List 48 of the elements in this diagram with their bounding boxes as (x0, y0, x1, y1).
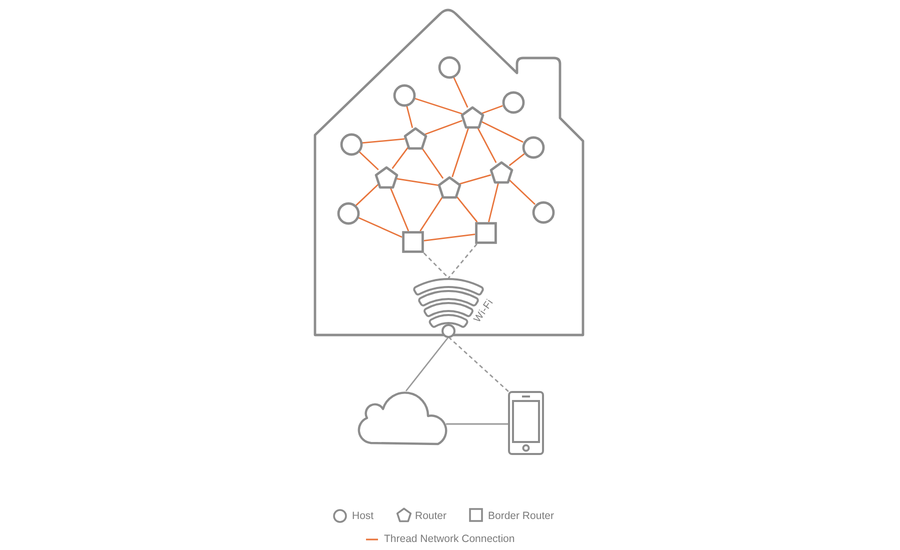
connection-line (406, 105, 414, 128)
phone-icon (508, 391, 544, 455)
connection-line (396, 178, 439, 186)
connection-line (358, 216, 402, 238)
connection-line (452, 76, 468, 108)
host-circle (336, 202, 360, 224)
router-pentagon (374, 164, 398, 190)
host-circle (502, 90, 524, 114)
host-circle (392, 84, 416, 106)
connection-line (446, 423, 508, 425)
connection-line (405, 336, 450, 392)
connection-line (362, 138, 405, 144)
connection-line (458, 174, 492, 185)
host-circle (532, 200, 554, 224)
connection-line (452, 126, 470, 178)
dashed-connection-line (423, 252, 449, 278)
dashed-connection-line (448, 244, 478, 278)
connection-line (455, 194, 478, 222)
house-outline (312, 6, 586, 338)
dashed-connection-line (448, 336, 510, 393)
connection-line (482, 105, 503, 114)
router-pentagon (402, 126, 428, 150)
router-pentagon (436, 174, 462, 200)
connection-line (508, 153, 525, 166)
legend-label: Router (415, 510, 447, 522)
connection-line (414, 98, 462, 114)
connection-line (488, 182, 500, 222)
connection-line (420, 146, 444, 179)
connection-line (481, 121, 524, 143)
host-circle (340, 132, 362, 156)
connection-line (389, 186, 410, 232)
legend-label: Host (352, 510, 374, 522)
border-router-square (402, 231, 424, 253)
legend-label: Border Router (488, 510, 554, 522)
connection-line (420, 195, 444, 232)
connection-line (424, 120, 462, 136)
connection-line (356, 184, 379, 206)
connection-line (508, 178, 536, 205)
host-circle (522, 136, 544, 158)
connection-line (358, 151, 379, 170)
legend-label: Thread Network Connection (384, 532, 515, 546)
connection-line (476, 126, 497, 164)
connection-line (392, 146, 410, 169)
connection-line (424, 234, 476, 242)
router-pentagon (488, 160, 514, 184)
router-pentagon (460, 104, 484, 130)
border-router-square (475, 222, 497, 244)
host-circle (438, 56, 460, 78)
